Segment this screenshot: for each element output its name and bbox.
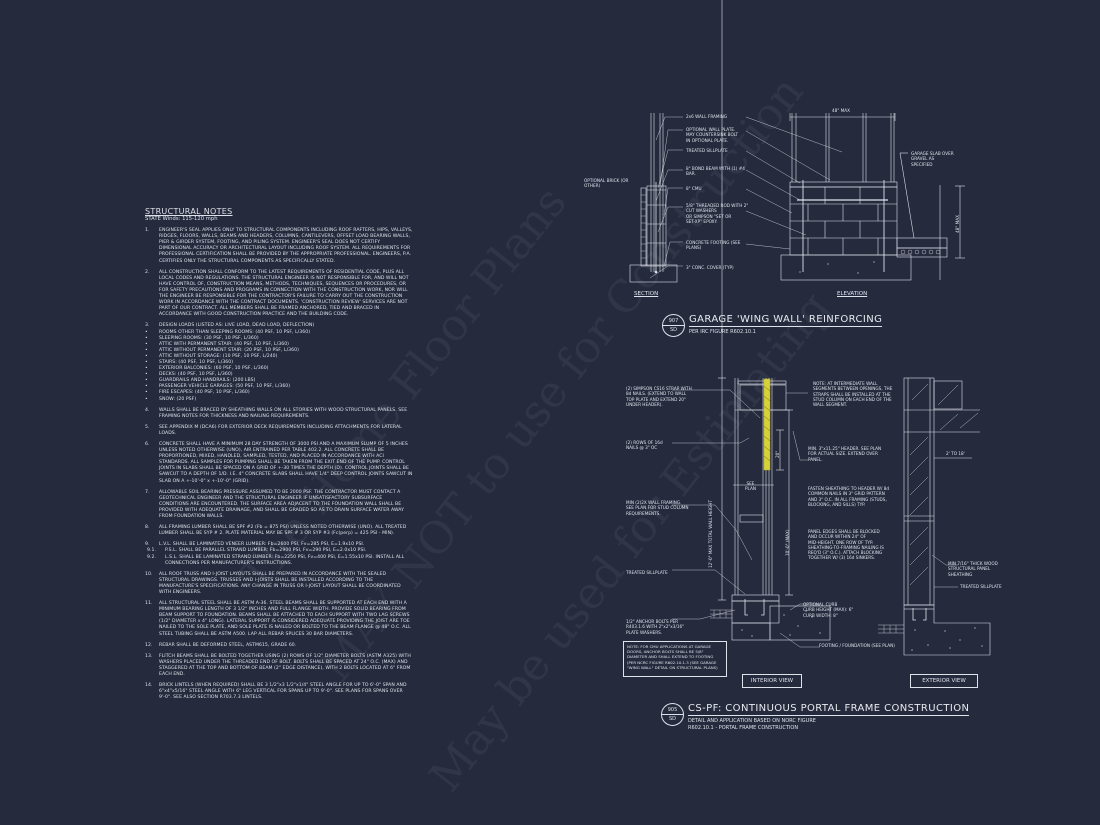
label-min-framing: MIN (2)2X WALL FRAMING. SEE PLAN FOR STU… xyxy=(626,500,689,516)
portal-frame-title: CS-PF: CONTINUOUS PORTAL FRAME CONSTRUCT… xyxy=(688,703,970,716)
load-item: •ROOMS OTHER THAN SLEEPING ROOMS: (40 PS… xyxy=(145,329,311,335)
note-item: 14.BRICK LINTELS (WHEN REQUIRED) SHALL B… xyxy=(145,683,407,701)
notes-title: STRUCTURAL NOTES xyxy=(145,207,233,216)
dim-10: 10'-0" (MAX) xyxy=(785,529,790,556)
label-optional-brick: OPTIONAL BRICK (OR OTHER) xyxy=(584,178,629,189)
label-treated-sillplate-ext: TREATED SILLPLATE xyxy=(960,584,1002,589)
exterior-view-label: EXTERIOR VIEW xyxy=(910,674,978,688)
note-subitem: 9.2.L.S.L. SHALL BE LAMINATED STRAND LUM… xyxy=(147,554,405,566)
label-nails: (2) ROWS OF 16d NAILS @ 3" OC xyxy=(626,440,663,451)
caption-section: SECTION xyxy=(634,291,659,297)
load-item: •ATTIC WITHOUT STORAGE: (10 PSF, 10 PSF,… xyxy=(145,353,278,359)
load-item: •FIRE ESCAPES: (40 PSF, 10 PSF, L/360) xyxy=(145,390,250,396)
label-strap: (2) SIMPSON CS16 STRAP WITH 8d NAILS. (E… xyxy=(626,386,692,407)
label-concrete-footing: CONCRETE FOOTING (SEE PLANS) xyxy=(686,240,741,251)
note-item: 4.WALLS SHALL BE BRACED BY SHEATHING WAL… xyxy=(145,407,408,419)
dim-width: 48" MAX xyxy=(832,108,850,113)
note-item: 1.ENGINEER'S SEAL APPLIES ONLY TO STRUCT… xyxy=(145,228,413,264)
note-item: 12.REBAR SHALL BE DEFORMED STEEL, ASTM61… xyxy=(145,642,297,648)
wing-wall-subtitle: PER IRC FIGURE R602.10.1 xyxy=(689,329,756,335)
cmu-note-box: NOTE: FOR CMU APPLICATIONS AT GARAGE DOO… xyxy=(623,641,727,677)
note-item: 7.ALLOWABLE SOIL BEARING PRESSURE ASSUME… xyxy=(145,489,404,520)
label-optional-curb: OPTIONAL CURB CURB HEIGHT (MAX): 6" CURB… xyxy=(803,602,854,618)
portal-exterior xyxy=(878,377,991,656)
interior-view-label: INTERIOR VIEW xyxy=(742,674,802,688)
label-footing: FOOTING / FOUNDATION (SEE PLAN) xyxy=(819,643,895,648)
label-treated-sillplate: TREATED SILLPLATE xyxy=(686,148,728,153)
section-leaders xyxy=(649,116,843,279)
label-see-plan: SEE PLAN xyxy=(745,481,756,492)
dim-height: 48" MAX xyxy=(955,215,960,233)
wing-wall-title: GARAGE 'WING WALL' REINFORCING xyxy=(689,314,883,327)
note-item: 11.ALL STRUCTURAL STEEL SHALL BE ASTM A-… xyxy=(145,601,411,637)
label-sheathing: MIN 7/16" THICK WOOD STRUCTURAL PANEL SH… xyxy=(948,561,998,577)
load-item: •EXTERIOR BALCONIES: (60 PSF, 10 PSF, L/… xyxy=(145,366,269,372)
label-threaded-rod: 5/8" THREADED ROD WITH 2" CUT WASHERS OR… xyxy=(686,203,749,224)
label-intermediate-note: NOTE: AT INTERMEDIATE WALL SEGMENTS BETW… xyxy=(813,381,893,408)
label-anchor-bolts: 1/2" ANCHOR BOLTS PER R403.1.6 WITH 2"x2… xyxy=(626,619,685,635)
note-item: 13.FLITCH BEAMS SHALL BE BOLTED TOGETHER… xyxy=(145,653,411,677)
design-loads-list: •ROOMS OTHER THAN SLEEPING ROOMS: (40 PS… xyxy=(145,330,413,403)
notes-subtitle: STATE Winds: 115-120 mph xyxy=(145,216,218,222)
label-treated-sillplate-int: TREATED SILLPLATE xyxy=(626,570,668,575)
dim-total-height: 12'-0" MAX TOTAL WALL HEIGHT xyxy=(708,500,713,568)
note-subitem: 9.1.P.S.L. SHALL BE PARALLEL STRAND LUMB… xyxy=(147,548,367,554)
note-item: 8.ALL FRAMING LUMBER SHALL BE SPF #2 (Fb… xyxy=(145,525,407,537)
load-item: •SNOW: (20 PSF) xyxy=(145,396,197,402)
label-bond-beam: 8" BOND BEAM WITH (1) #4 BAR. xyxy=(686,166,745,177)
label-fasten: FASTEN SHEATHING TO HEADER W/ 8d COMMON … xyxy=(808,486,890,507)
load-item: •ATTIC WITH PERMANENT STAIR: (40 PSF, 10… xyxy=(145,341,290,347)
label-wall-framing: 2x6 WALL FRAMING xyxy=(686,114,728,119)
load-item: •SLEEPING ROOMS: (30 PSF, 10 PSF, L/360) xyxy=(145,335,259,341)
dim-20: 20" xyxy=(775,450,780,458)
structural-notes: STRUCTURAL NOTES STATE Winds: 115-120 mp… xyxy=(145,207,413,706)
note-item: 3.DESIGN LOADS (LISTED AS: LIVE LOAD, DE… xyxy=(145,323,315,329)
load-item: •STAIRS: (40 PSF, 10 PSF, L/360) xyxy=(145,359,234,365)
load-item: •DECKS: (40 PSF, 10 PSF, L/360) xyxy=(145,372,233,378)
label-conc-cover: 3" CONC. COVER (TYP) xyxy=(686,265,734,270)
label-panel-edges: PANEL EDGES SHALL BE BLOCKED AND OCCUR W… xyxy=(808,529,884,561)
note-item: 6.CONCRETE SHALL HAVE A MINIMUM 28 DAY S… xyxy=(145,442,413,484)
label-cmu: 8" CMU xyxy=(686,186,702,191)
strap-highlight xyxy=(763,378,771,471)
wing-wall-elevation xyxy=(780,113,965,281)
label-garage-slab: GARAGE SLAB OVER GRAVEL AS SPECIFIED xyxy=(911,151,954,167)
concrete-speckles xyxy=(741,261,983,651)
dim-2-to-18: 2' TO 18' xyxy=(946,451,965,456)
note-item: 9.L.V.L. SHALL BE LAMINATED VENEER LUMBE… xyxy=(145,542,365,548)
label-optional-plate: OPTIONAL WALL PLATE. MAY COUNTERSINK BOL… xyxy=(686,127,739,143)
label-header: MIN. 3"x11.25" HEADER. SEE PLAN FOR ACTU… xyxy=(808,446,882,462)
load-item: •PASSENGER VEHICLE GARAGES: (50 PSF, 10 … xyxy=(145,384,291,390)
load-item: •GUARDRAILS AND HANDRAILS: (200 LBS) xyxy=(145,378,256,384)
wing-wall-section xyxy=(629,113,678,283)
portal-frame-subtitle-2: R602.10.1 - PORTAL FRAME CONSTRUCTION xyxy=(688,724,799,731)
note-item: 5.SEE APPENDIX M (DCA6) FOR EXTERIOR DEC… xyxy=(145,424,402,436)
load-item: •ATTIC WITHOUT PERMANENT STAIR: (20 PSF,… xyxy=(145,347,299,353)
portal-frame-subtitle-1: DETAIL AND APPLICATION BASED ON NORC FIG… xyxy=(688,718,816,724)
note-item: 2.ALL CONSTRUCTION SHALL CONFORM TO THE … xyxy=(145,269,409,318)
note-item: 10.ALL ROOF TRUSS AND I-JOIST LAYOUTS SH… xyxy=(145,571,401,595)
caption-elevation: ELEVATION xyxy=(837,291,868,297)
